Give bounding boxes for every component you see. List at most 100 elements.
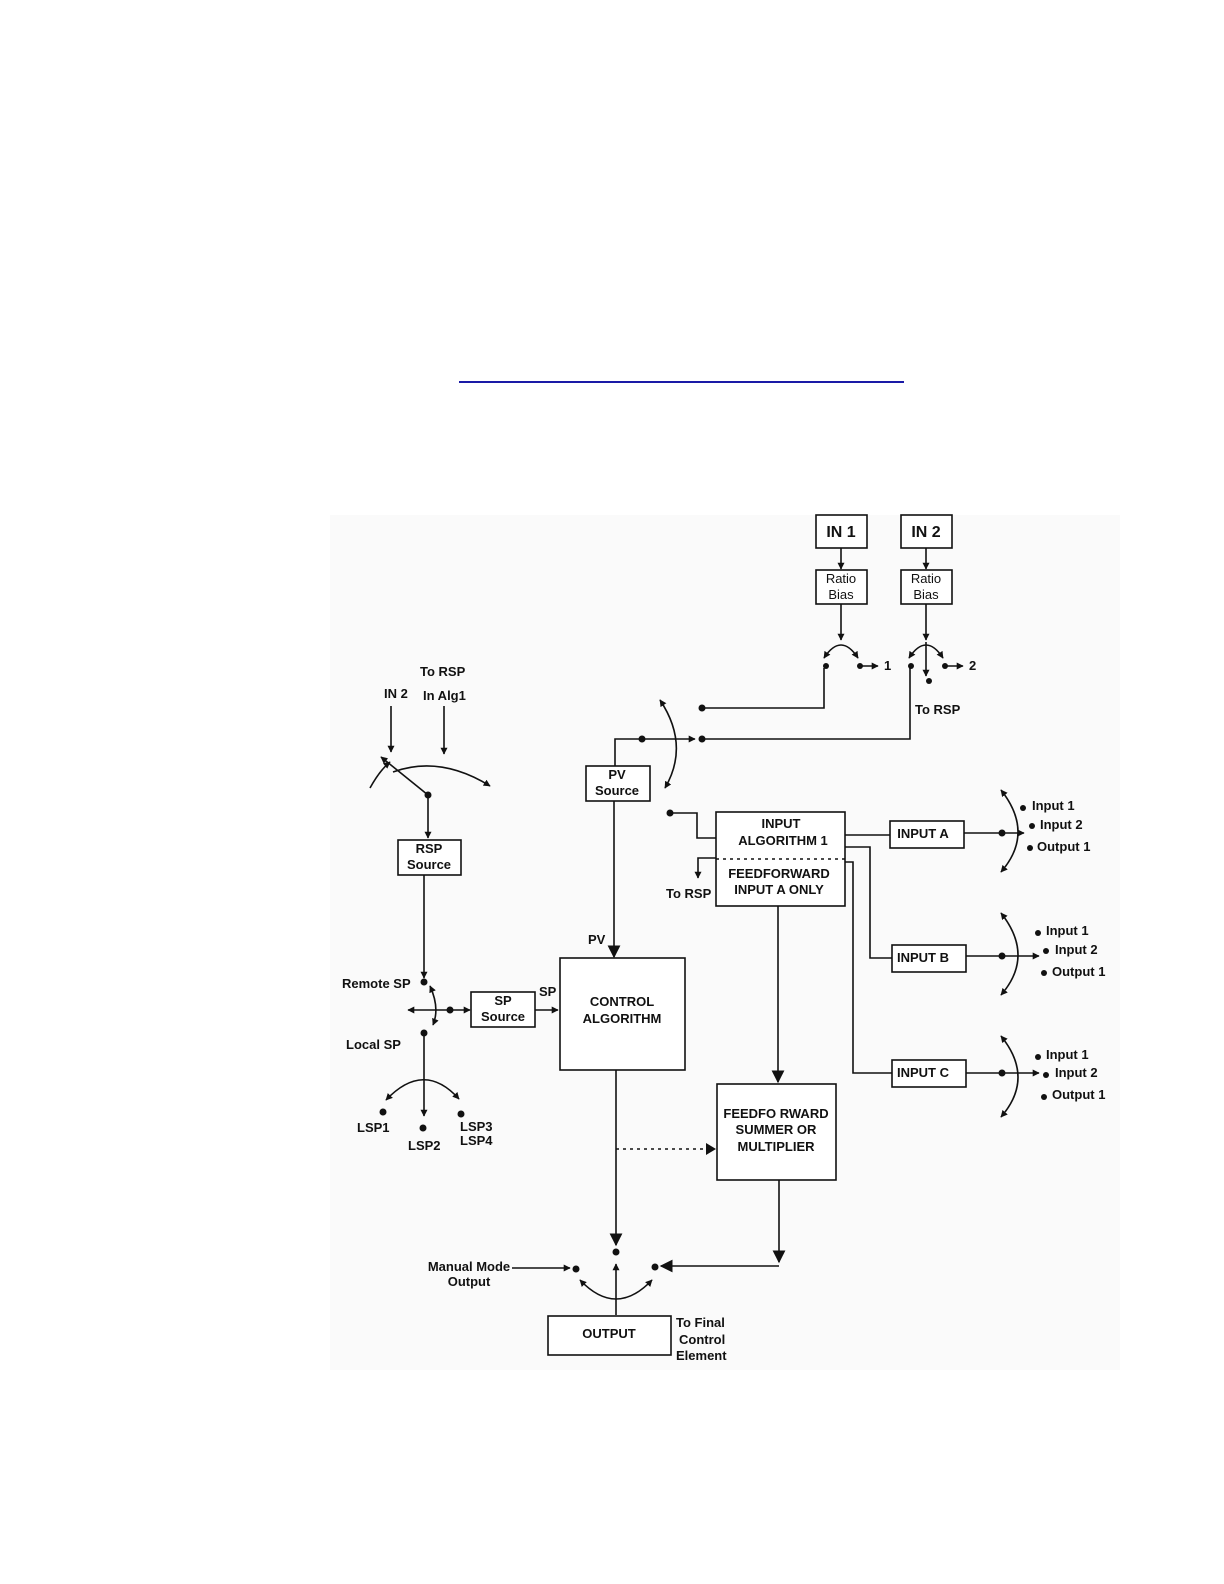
input-b-block: INPUT B — [891, 944, 967, 973]
rsp-selector-wiper — [380, 756, 429, 796]
output-label: OUTPUT — [582, 1326, 636, 1341]
manual-mode-line1: Manual Mode — [428, 1259, 510, 1274]
ratio-bias-1-line1: Ratio — [826, 571, 856, 586]
switch-1-left-contact — [823, 663, 829, 669]
input-c-opt1-dot — [1035, 1054, 1041, 1060]
output-switch-manual-contact — [572, 1265, 580, 1273]
sp-source-block: SP Source — [470, 991, 536, 1028]
in1-block: IN 1 — [815, 514, 868, 549]
in2-block: IN 2 — [900, 514, 953, 549]
local-sp-choice-arc — [385, 1078, 460, 1101]
control-algorithm-block: CONTROL ALGORITHM — [559, 957, 686, 1071]
input-b-junction-dot — [998, 952, 1006, 960]
output-switch-feedforward-contact — [651, 1263, 659, 1271]
input-algorithm-block: INPUT ALGORITHM 1 FEEDFORWARD INPUT A ON… — [715, 811, 846, 907]
feedforward-input-line2: INPUT A ONLY — [734, 882, 824, 897]
ratio-bias-2-line2: Bias — [913, 587, 939, 602]
control-algorithm-line1: CONTROL — [590, 994, 654, 1009]
input-b-selector-arc — [1000, 912, 1019, 996]
ratio-bias-1-block: Ratio Bias — [815, 569, 868, 605]
to-final-line3: Element — [676, 1348, 727, 1363]
input-b-opt2-label: Input 2 — [1055, 942, 1098, 957]
switch-2-output-label: 2 — [969, 658, 976, 673]
pv-selector-arc — [659, 699, 678, 789]
algorithm-to-input-b-line — [845, 846, 892, 959]
to-final-line1: To Final — [676, 1315, 725, 1330]
input-a-opt2-label: Input 2 — [1040, 817, 1083, 832]
lsp1-label: LSP1 — [357, 1120, 390, 1135]
switch-2-left-contact — [908, 663, 914, 669]
pv-selector-contact-in2 — [698, 735, 706, 743]
input-c-opt3-label: Output 1 — [1052, 1087, 1105, 1102]
rsp-selector-left-arc — [369, 761, 391, 789]
lsp34-dot — [457, 1110, 465, 1118]
manual-mode-line2: Output — [448, 1274, 491, 1289]
lsp4-label: LSP4 — [460, 1133, 493, 1148]
rsp-selector-right-arc — [392, 765, 491, 787]
lsp2-label: LSP2 — [408, 1138, 441, 1153]
pv-source-to-selector-line — [614, 735, 696, 766]
switch-1-arc — [823, 644, 859, 659]
switch2-to-pv-selector-line — [702, 668, 911, 740]
input-b-opt3-label: Output 1 — [1052, 964, 1105, 979]
local-sp-label: Local SP — [346, 1037, 401, 1052]
input-a-opt1-dot — [1020, 805, 1026, 811]
diagram-panel — [330, 515, 1120, 1370]
input-a-selector-arc — [1000, 789, 1019, 873]
sp-selector-output-dot — [446, 1006, 454, 1014]
pv-selector-to-algorithm-line — [670, 812, 716, 839]
control-algorithm-line2: ALGORITHM — [583, 1011, 662, 1026]
algorithm-to-rsp-arrow — [694, 857, 716, 879]
pv-source-block: PV Source — [585, 765, 651, 802]
input-algorithm-line2: ALGORITHM 1 — [738, 833, 828, 848]
input-c-block: INPUT C — [891, 1059, 967, 1088]
input-c-opt2-label: Input 2 — [1055, 1065, 1098, 1080]
switch-1-output-label: 1 — [884, 658, 891, 673]
input-b-opt2-dot — [1043, 948, 1049, 954]
header-rule-line — [459, 381, 904, 383]
sp-source-line1: SP — [494, 993, 512, 1008]
ratio-bias-2-line1: Ratio — [911, 571, 941, 586]
lsp3-label: LSP3 — [460, 1119, 493, 1134]
algorithm-to-input-c-line — [845, 861, 892, 1074]
feedforward-summer-block: FEEDFO RWARD SUMMER OR MULTIPLIER — [716, 1083, 837, 1181]
input-a-opt3-label: Output 1 — [1037, 839, 1090, 854]
output-switch-auto-contact — [612, 1248, 620, 1256]
to-rsp-top-label: To RSP — [915, 702, 961, 717]
ratio-bias-1-line2: Bias — [828, 587, 854, 602]
remote-sp-contact — [420, 978, 428, 986]
input-a-opt1-label: Input 1 — [1032, 798, 1075, 813]
lsp1-dot — [379, 1108, 387, 1116]
switch-2-center-contact — [926, 678, 932, 684]
lsp2-dot — [419, 1124, 427, 1132]
sp-label: SP — [539, 984, 557, 999]
to-rsp-mid-label: To RSP — [666, 886, 712, 901]
input-a-block: INPUT A — [889, 820, 965, 849]
pv-source-line1: PV — [608, 767, 626, 782]
input-c-opt1-label: Input 1 — [1046, 1047, 1089, 1062]
remote-sp-label: Remote SP — [342, 976, 411, 991]
feedforward-summer-line3: MULTIPLIER — [737, 1139, 815, 1154]
sp-source-line2: Source — [481, 1009, 525, 1024]
to-rsp-alg-line1: To RSP — [420, 664, 466, 679]
sp-selector-arc — [429, 985, 439, 1026]
input-b-opt3-dot — [1041, 970, 1047, 976]
rsp-source-line2: Source — [407, 857, 451, 872]
input-c-opt3-dot — [1041, 1094, 1047, 1100]
input-algorithm-line1: INPUT — [762, 816, 801, 831]
input-c-label: INPUT C — [897, 1065, 950, 1080]
output-block: OUTPUT — [547, 1315, 672, 1356]
dotted-arrowhead — [706, 1143, 716, 1155]
ratio-bias-2-block: Ratio Bias — [900, 569, 953, 605]
rsp-source-block: RSP Source — [397, 839, 462, 876]
pv-selector-contact-in1 — [698, 704, 706, 712]
to-final-line2: Control — [679, 1332, 725, 1347]
rsp-source-line1: RSP — [416, 841, 443, 856]
pv-label: PV — [588, 932, 606, 947]
input-b-label: INPUT B — [897, 950, 949, 965]
pv-source-line2: Source — [595, 783, 639, 798]
in2-left-label: IN 2 — [384, 686, 408, 701]
input-a-opt3-dot — [1027, 845, 1033, 851]
